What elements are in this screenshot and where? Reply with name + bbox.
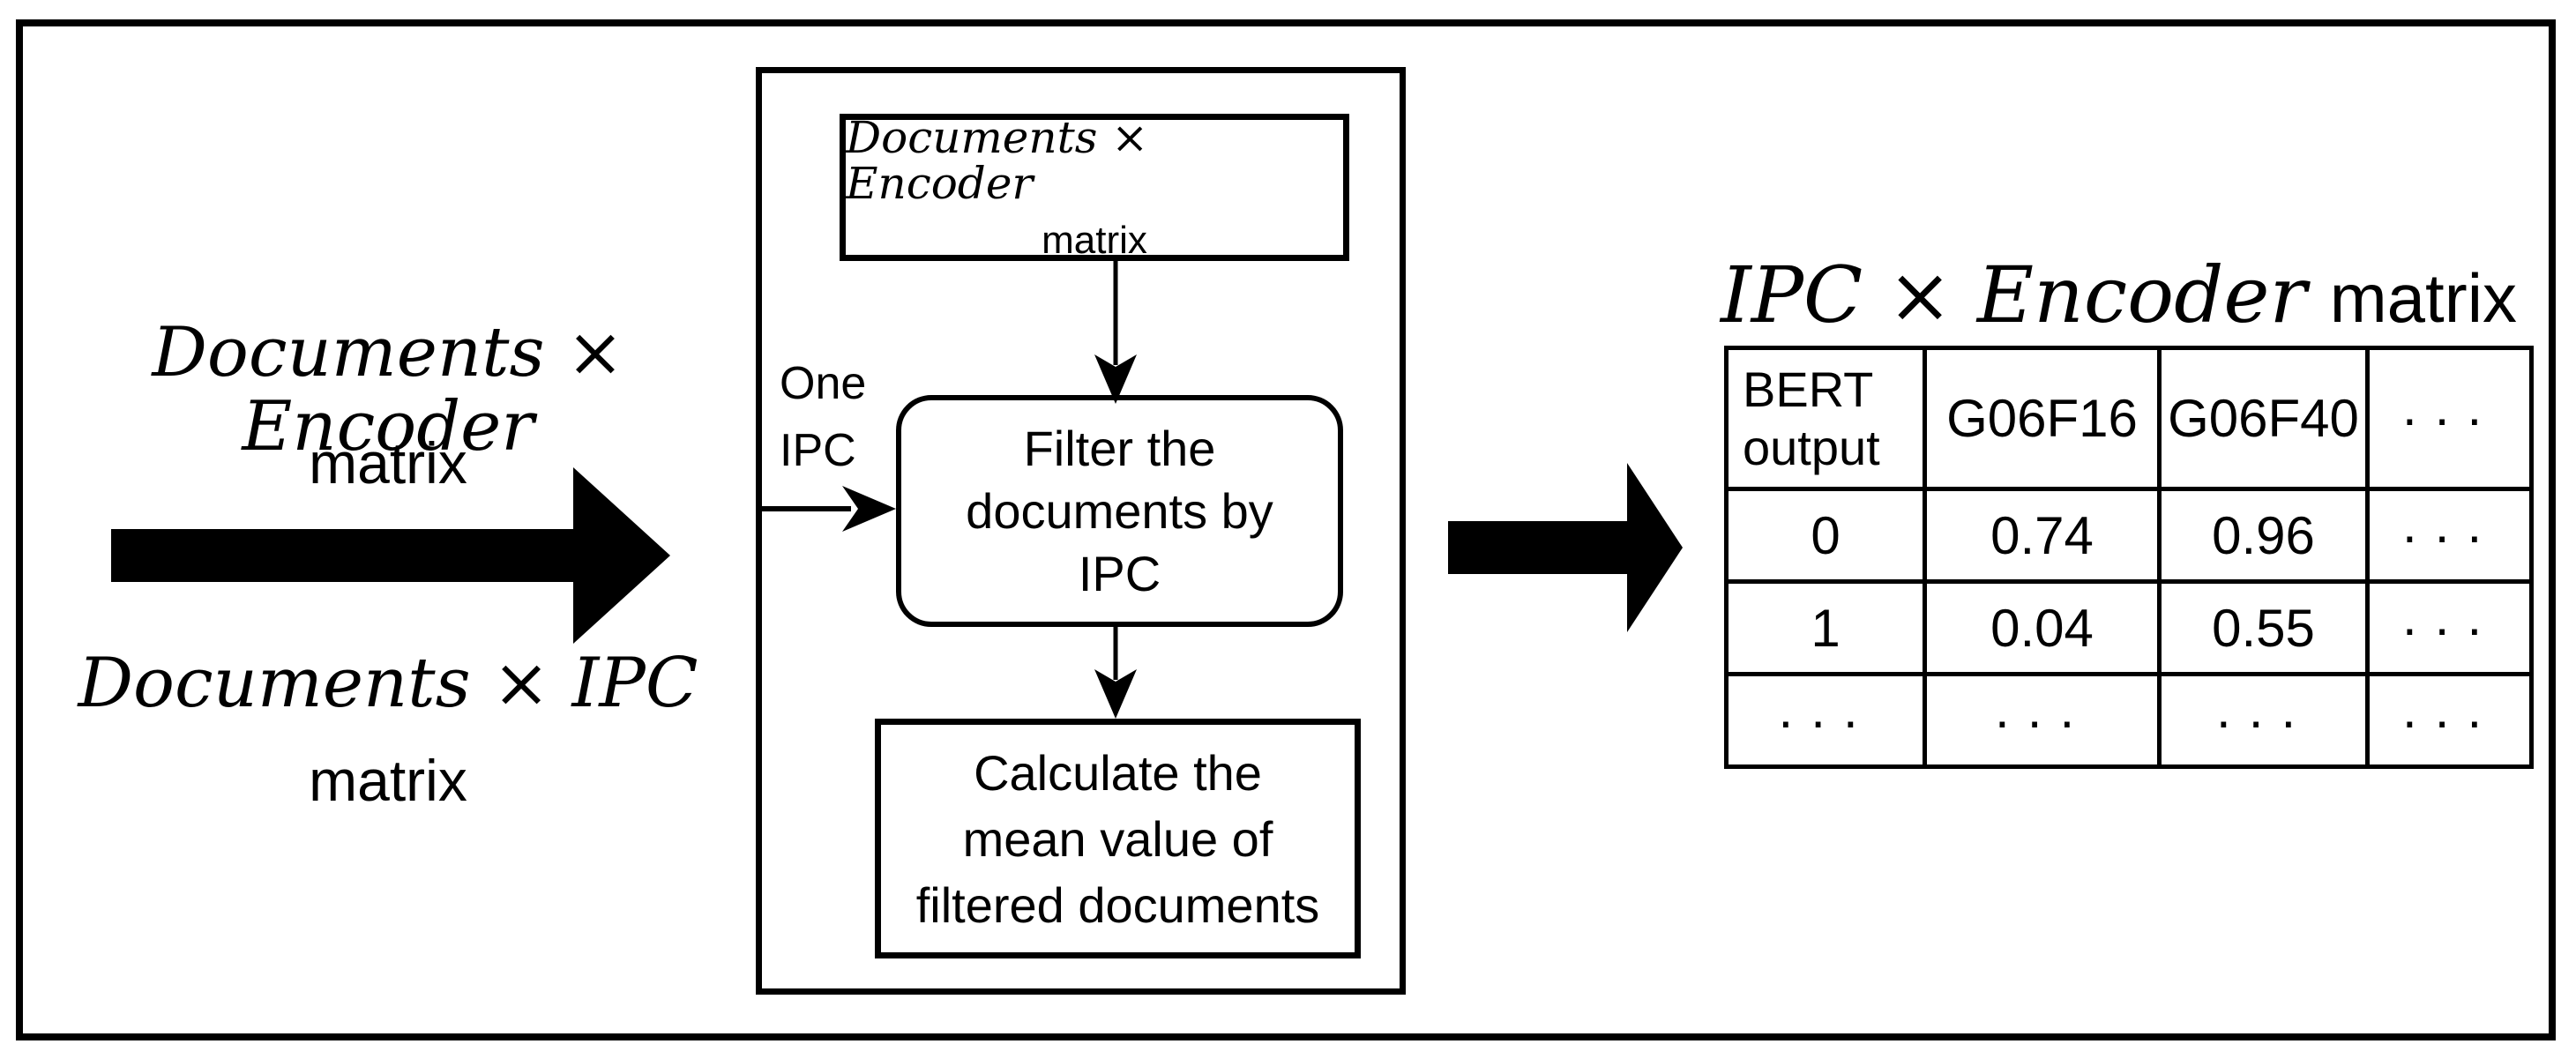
result-title: IPC × Encoder matrix <box>1720 247 2518 344</box>
table-cell: ··· <box>2157 672 2370 769</box>
process-panel <box>756 67 1406 995</box>
documents-ipc-matrix-label: Documents × IPC <box>78 644 698 723</box>
one-ipc-label-line2: IPC <box>780 425 856 476</box>
documents-ipc-matrix-suffix: matrix <box>309 748 467 813</box>
one-ipc-arrow-icon <box>759 486 896 532</box>
table-header-ellipsis: ··· <box>2365 346 2534 491</box>
result-title-suffix: matrix <box>2329 259 2518 337</box>
table-cell: ··· <box>2365 579 2534 676</box>
table-cell: 1 <box>1724 579 1927 676</box>
table-cell: 0 <box>1724 487 1927 584</box>
down-arrow-icon <box>1094 261 1137 404</box>
table-cell: ··· <box>1923 672 2162 769</box>
table-row: 0 0.74 0.96 ··· <box>1724 487 2534 584</box>
figure-border <box>16 19 2556 1040</box>
calc-box-line1: Calculate the <box>974 744 1262 801</box>
table-cell: ··· <box>1724 672 1927 769</box>
right-arrow-icon <box>111 467 670 644</box>
calculate-mean-box: Calculate the mean value of filtered doc… <box>875 719 1361 958</box>
table-cell: ··· <box>2365 672 2534 769</box>
result-table: BERT output G06F16 G06F40 ··· 0 0.74 0.9… <box>1724 346 2534 769</box>
table-cell: 0.04 <box>1923 579 2162 676</box>
table-header-row: BERT output G06F16 G06F40 ··· <box>1724 346 2534 491</box>
input-box-math-label: Documents × Encoder <box>846 111 1149 209</box>
filter-box-line2: documents by <box>966 483 1273 539</box>
filter-box-line3: IPC <box>1078 546 1161 601</box>
table-cell: 0.74 <box>1923 487 2162 584</box>
right-arrow-icon <box>1448 463 1683 632</box>
calc-box-line2: mean value of <box>962 810 1273 867</box>
filter-box-line1: Filter the <box>1023 421 1216 476</box>
documents-encoder-input-box: Documents × Encoder matrix <box>840 114 1349 261</box>
documents-encoder-matrix-label: Documents × Encoder <box>152 313 624 466</box>
result-title-math: IPC × Encoder <box>1720 250 2307 340</box>
documents-encoder-matrix-suffix: matrix <box>309 430 467 496</box>
table-header-bert-output: BERT output <box>1724 346 1927 491</box>
table-row: ··· ··· ··· ··· <box>1724 672 2534 769</box>
table-header-g06f16: G06F16 <box>1923 346 2162 491</box>
table-cell: 0.55 <box>2157 579 2370 676</box>
calc-box-line3: filtered documents <box>915 876 1320 933</box>
table-header-g06f40: G06F40 <box>2157 346 2370 491</box>
down-arrow-icon <box>1094 627 1137 719</box>
table-cell: 0.96 <box>2157 487 2370 584</box>
table-cell: ··· <box>2365 487 2534 584</box>
table-row: 1 0.04 0.55 ··· <box>1724 579 2534 676</box>
input-box-suffix-label: matrix <box>1042 218 1147 262</box>
one-ipc-label-line1: One <box>780 358 867 409</box>
one-ipc-label: One IPC <box>780 350 894 484</box>
filter-documents-box: Filter the documents by IPC <box>896 395 1343 627</box>
